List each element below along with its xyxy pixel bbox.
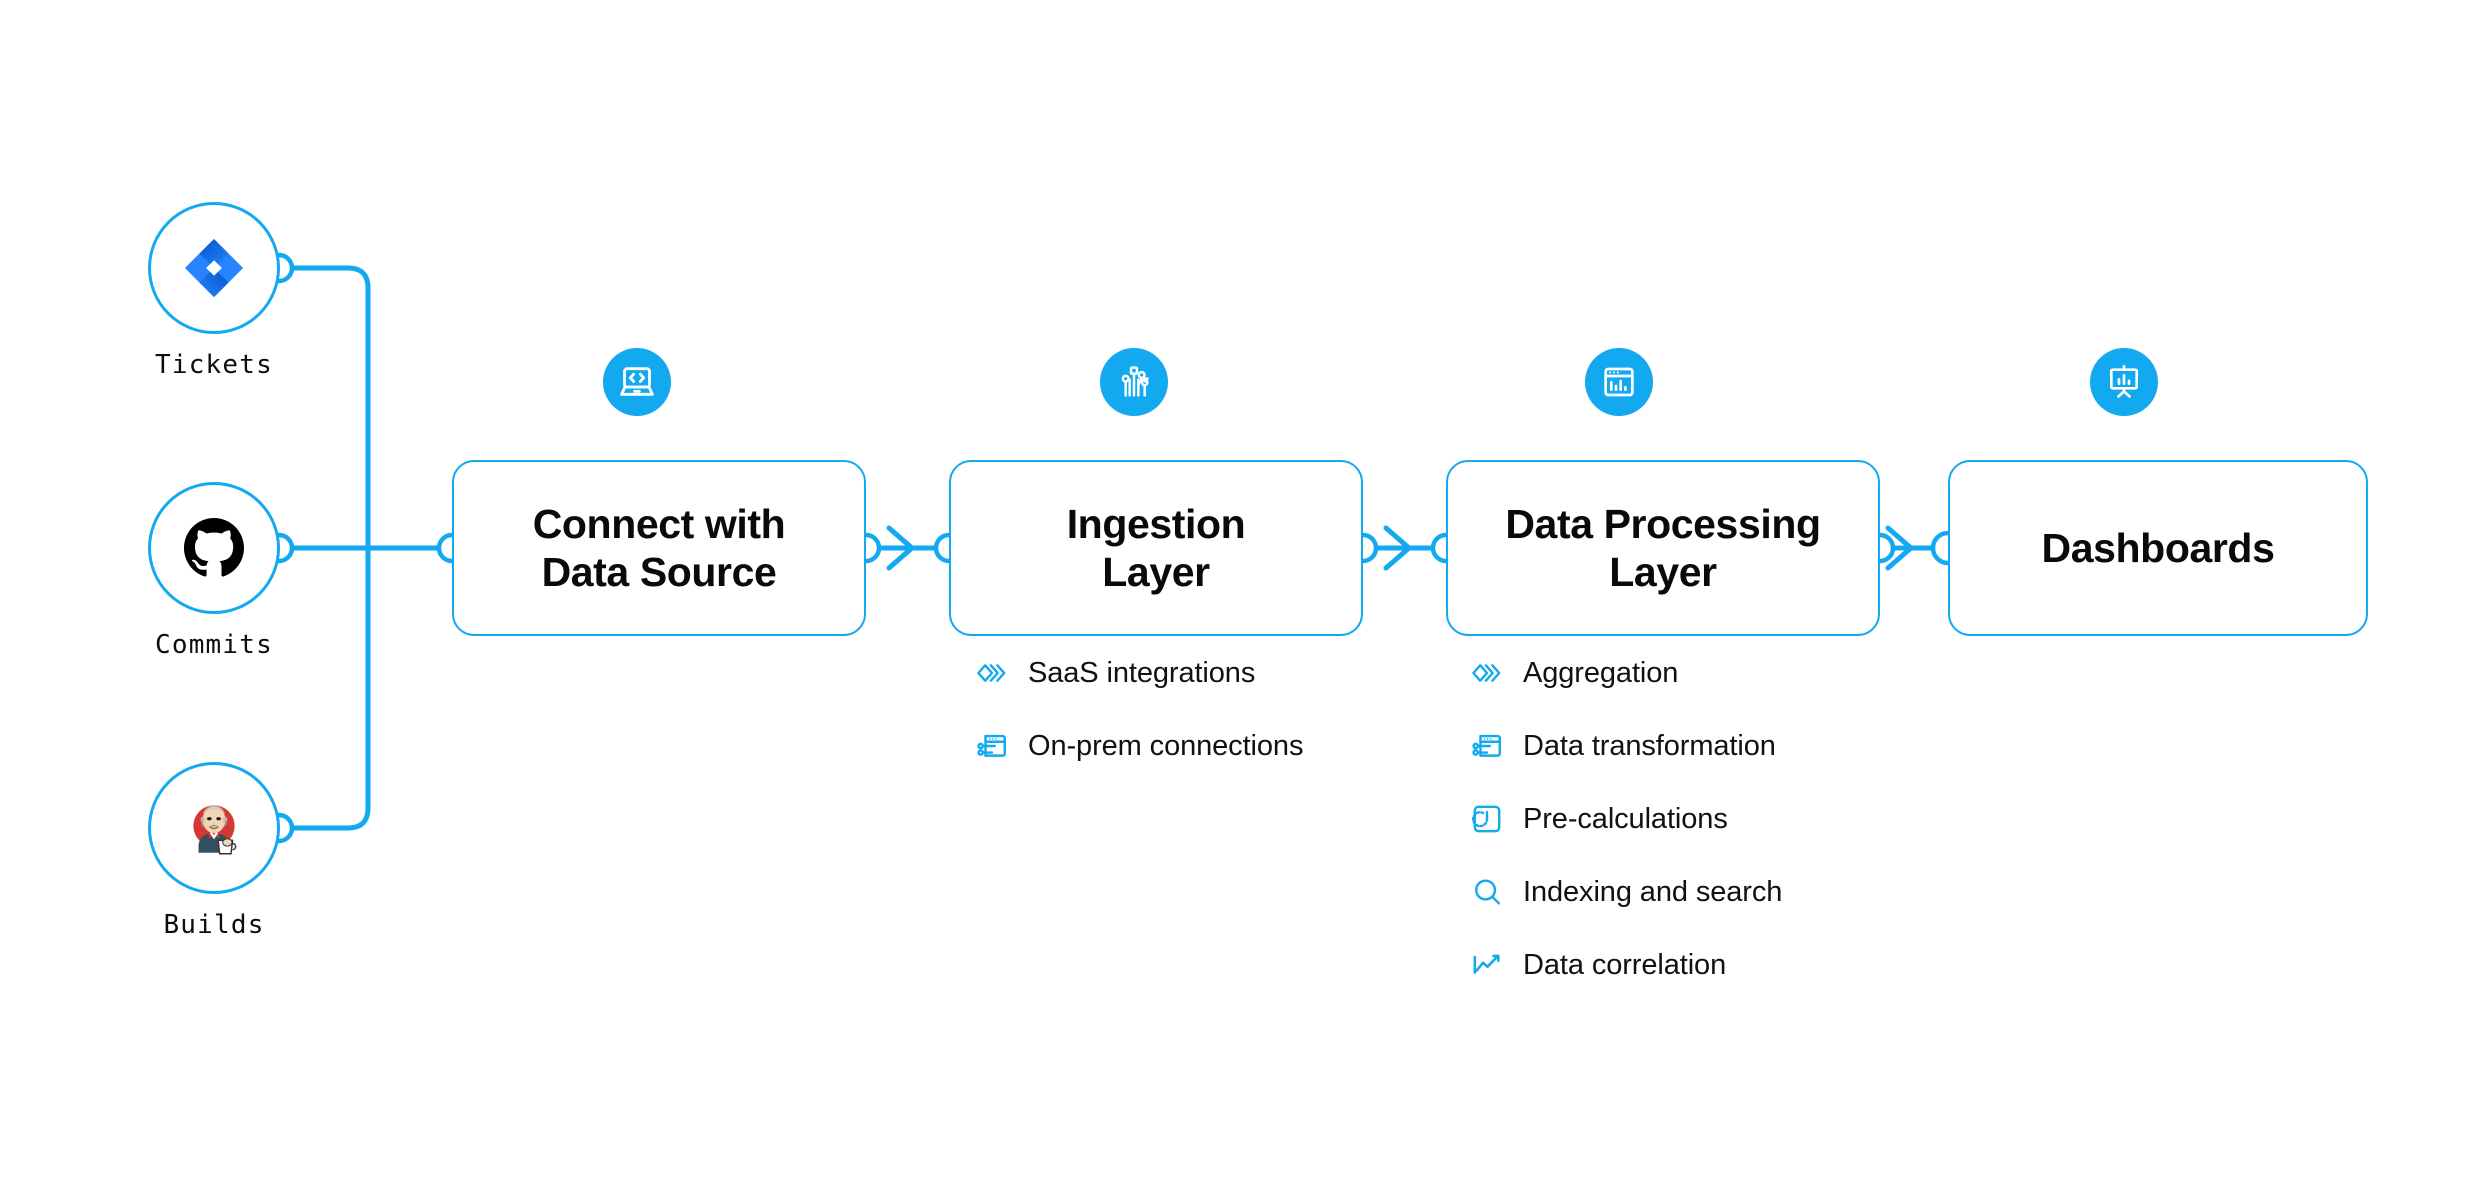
stage-box-ingestion[interactable]: Ingestion Layer <box>949 460 1363 636</box>
source-node-commits[interactable]: Commits <box>148 482 280 660</box>
stage-box-processing[interactable]: Data Processing Layer <box>1446 460 1880 636</box>
source-node-builds[interactable]: Builds <box>148 762 280 940</box>
layered-chevrons-icon <box>975 656 1009 690</box>
feature-label: Data transformation <box>1523 729 1776 762</box>
stage-title-dashboards: Dashboards <box>2041 524 2275 571</box>
feature-label: Data correlation <box>1523 948 1727 981</box>
github-icon <box>148 482 280 614</box>
circuit-nodes-icon <box>1100 348 1168 416</box>
feature-item[interactable]: Pre-calculations <box>1470 796 1782 842</box>
feature-item[interactable]: Aggregation <box>1470 650 1782 696</box>
server-window-icon <box>975 729 1009 763</box>
arrowhead-3 <box>1885 525 1914 571</box>
feature-item[interactable]: On-prem connections <box>975 723 1303 769</box>
feature-label: SaaS integrations <box>1028 656 1256 689</box>
feature-item[interactable]: SaaS integrations <box>975 650 1303 696</box>
source-node-tickets[interactable]: Tickets <box>148 202 280 380</box>
feature-list-ingestion: SaaS integrations On-prem conne <box>975 650 1303 796</box>
stage-title-processing: Data Processing Layer <box>1505 500 1821 595</box>
line-chart-icon <box>1470 948 1504 982</box>
source-label-tickets: Tickets <box>155 350 273 380</box>
jenkins-icon <box>148 762 280 894</box>
laptop-code-icon <box>603 348 671 416</box>
feature-item[interactable]: Indexing and search <box>1470 869 1782 915</box>
source-label-builds: Builds <box>163 910 265 940</box>
feature-item[interactable]: Data correlation <box>1470 942 1782 988</box>
layered-chevrons-icon <box>1470 656 1504 690</box>
source-ring <box>148 202 280 334</box>
magnifier-icon <box>1470 875 1504 909</box>
gauge-square-icon <box>1470 802 1504 836</box>
feature-label: On-prem connections <box>1028 729 1304 762</box>
stage-box-connect[interactable]: Connect with Data Source <box>452 460 866 636</box>
arrowhead-1 <box>886 525 915 571</box>
server-window-icon <box>1470 729 1504 763</box>
window-chart-icon <box>1585 348 1653 416</box>
stage-title-ingestion: Ingestion Layer <box>1066 500 1246 595</box>
feature-label: Aggregation <box>1523 656 1679 689</box>
feature-label: Pre-calculations <box>1523 802 1728 835</box>
feature-label: Indexing and search <box>1523 875 1783 908</box>
stage-title-connect: Connect with Data Source <box>532 500 786 595</box>
presentation-chart-icon <box>2090 348 2158 416</box>
line-tickets-to-bus <box>276 265 371 533</box>
source-label-commits: Commits <box>155 630 273 660</box>
stage-box-dashboards[interactable]: Dashboards <box>1948 460 2368 636</box>
source-ring <box>148 482 280 614</box>
jira-icon <box>148 202 280 334</box>
feature-item[interactable]: Data transformation <box>1470 723 1782 769</box>
arrowhead-2 <box>1383 525 1412 571</box>
feature-list-processing: Aggregation Data transformation <box>1470 650 1782 1015</box>
line-builds-to-bus <box>276 563 371 831</box>
